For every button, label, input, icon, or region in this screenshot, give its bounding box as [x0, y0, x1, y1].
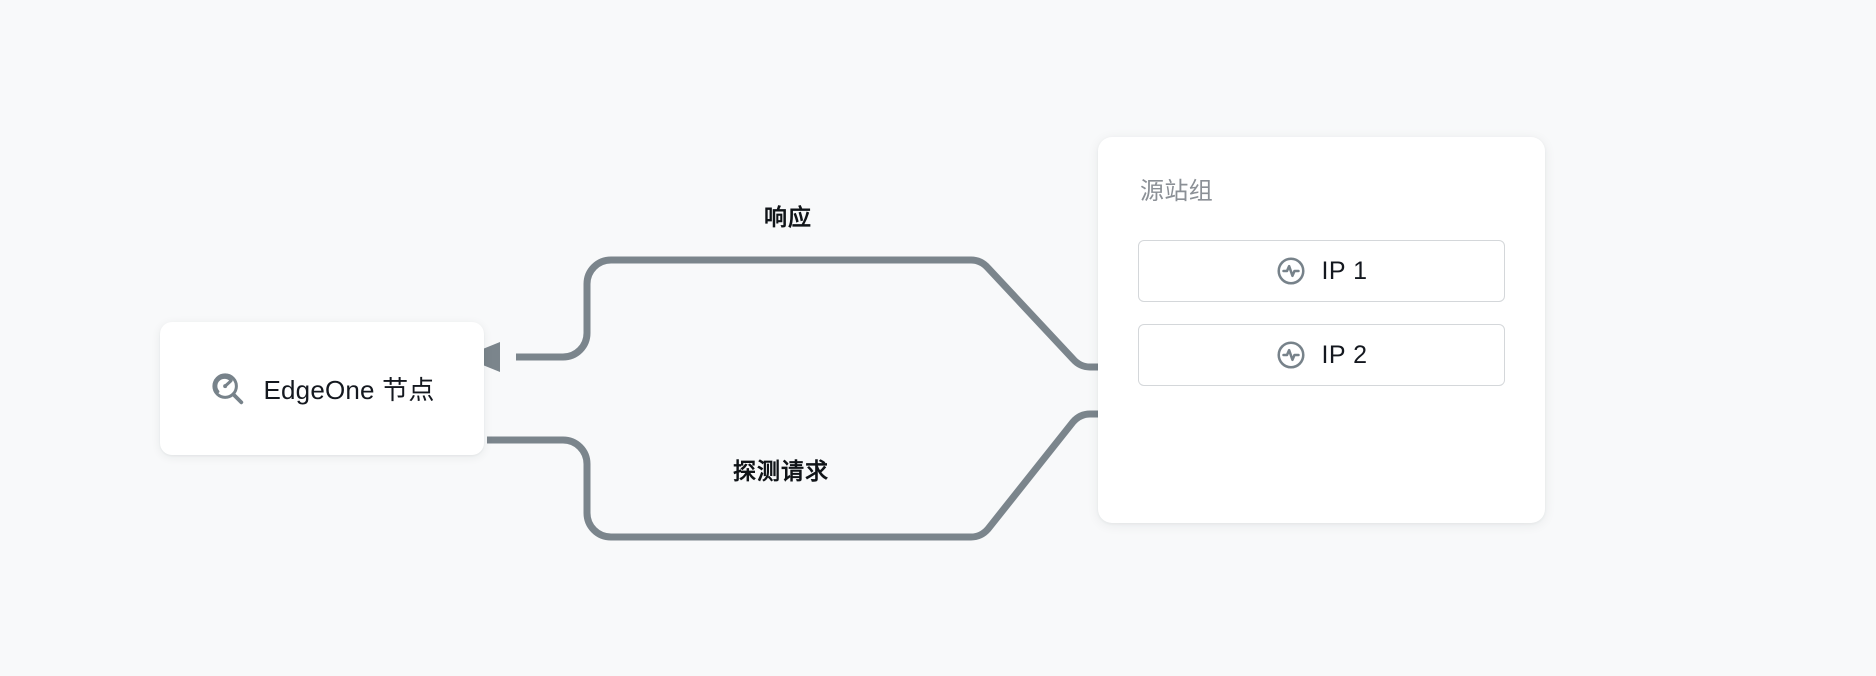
- origin-group-title: 源站组: [1140, 178, 1214, 205]
- origin-ip-label-1: IP 1: [1321, 256, 1368, 285]
- origin-ip-row-2[interactable]: IP 2: [1138, 324, 1505, 386]
- edgeone-node-label: EdgeOne 节点: [263, 375, 435, 405]
- speedometer-search-icon: [209, 370, 247, 408]
- pulse-circle-icon: [1275, 339, 1307, 371]
- response-flow-label: 响应: [764, 204, 812, 230]
- probe-request-flow-label: 探测请求: [733, 458, 829, 484]
- edgeone-node-card[interactable]: EdgeOne 节点: [160, 322, 484, 455]
- edgeone-node-inner: EdgeOne 节点: [209, 370, 434, 408]
- response-connector: [463, 256, 1138, 372]
- response-path: [516, 256, 1138, 371]
- origin-ip-row-1[interactable]: IP 1: [1138, 240, 1505, 302]
- pulse-circle-icon: [1275, 255, 1307, 287]
- origin-group-card: 源站组 IP 1 IP 2: [1098, 137, 1545, 523]
- origin-ip-label-2: IP 2: [1321, 340, 1368, 369]
